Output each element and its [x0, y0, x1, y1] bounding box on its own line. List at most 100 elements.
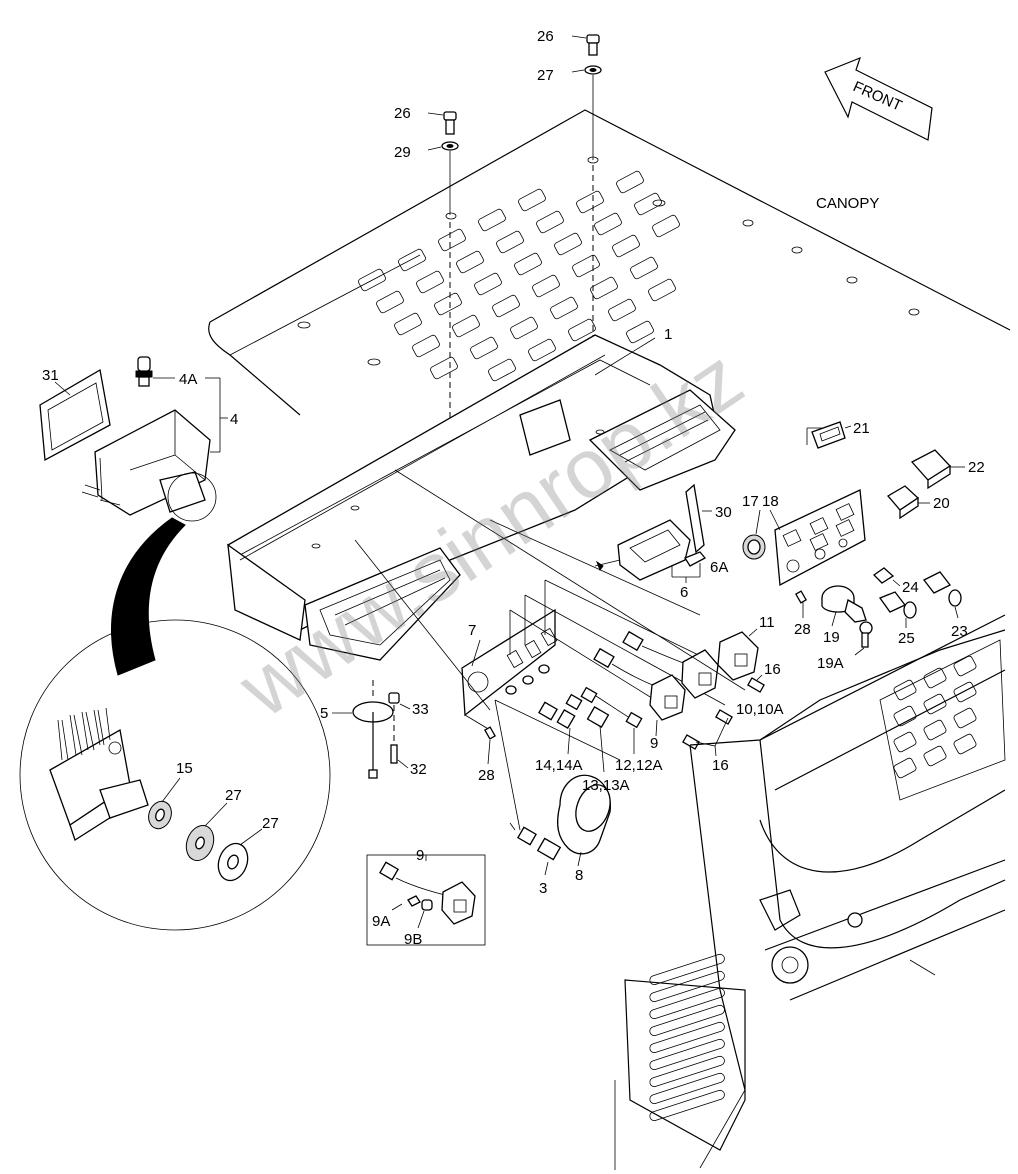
vent-slot [452, 314, 480, 338]
canopy-roof [208, 109, 1011, 416]
grille-slot [649, 987, 725, 1020]
front-arrow: FRONT [824, 56, 933, 141]
bolt-26-left [443, 111, 457, 135]
rear-grid-slot [953, 681, 977, 703]
label-part-26-left: 26 [394, 105, 411, 122]
cab-rear-grid [893, 655, 977, 779]
bracket-5 [352, 701, 394, 779]
plug-14 [538, 701, 576, 729]
plug-13 [565, 693, 610, 728]
screw-16-a [747, 677, 765, 693]
label-part-16-a: 16 [764, 661, 781, 678]
switch-22 [910, 449, 952, 490]
label-part-19a: 19A [817, 655, 844, 672]
vent-slot [608, 298, 636, 322]
label-part-28-b: 28 [794, 621, 811, 638]
grille-slot [649, 1072, 725, 1105]
screw-10-b [682, 734, 700, 750]
rear-grid-slot [953, 707, 977, 729]
label-part-12: 12,12A [615, 757, 663, 774]
vent-slot [412, 334, 440, 358]
label-part-4: 4 [230, 411, 238, 428]
lens-gasket-31 [39, 368, 111, 462]
grille-slot [649, 970, 725, 1003]
label-part-6a: 6A [710, 559, 728, 576]
vent-slot [648, 278, 676, 302]
switch-20 [887, 485, 920, 520]
label-part-28-a: 28 [478, 767, 495, 784]
grille-slot [649, 1038, 725, 1071]
grille-slot [649, 1004, 725, 1037]
label-part-9: 9 [650, 735, 658, 752]
detail-box-9 [366, 854, 486, 946]
switch-3 [509, 822, 562, 861]
vent-slot [438, 228, 466, 252]
rear-grid-slot [893, 679, 917, 701]
vent-slot [394, 312, 422, 336]
fuse-24 [872, 567, 895, 584]
switch-23 [923, 571, 962, 607]
vent-slot [616, 170, 644, 194]
work-lamp-4 [81, 409, 217, 522]
label-part-25: 25 [898, 630, 915, 647]
label-part-27-top: 27 [537, 67, 554, 84]
vent-slot [478, 208, 506, 232]
vent-slot [492, 294, 520, 318]
vent-slot [416, 270, 444, 294]
vent-slot [510, 316, 538, 340]
vent-slot [626, 320, 654, 344]
vent-slot [590, 276, 618, 300]
label-part-9b: 9B [404, 931, 422, 948]
vent-slot [474, 272, 502, 296]
vent-slot [576, 190, 604, 214]
vent-slot [554, 232, 582, 256]
cab-side-grille [649, 953, 725, 1122]
vent-slot [434, 292, 462, 316]
panel-7 [461, 608, 558, 717]
vent-slot [568, 318, 596, 342]
label-part-3: 3 [539, 880, 547, 897]
label-part-6: 6 [680, 584, 688, 601]
relay-10 [622, 630, 719, 699]
label-part-4a: 4A [179, 371, 197, 388]
vent-slot [358, 268, 386, 292]
vent-slot [652, 214, 680, 238]
screw-32 [390, 744, 398, 764]
label-part-22: 22 [968, 459, 985, 476]
rear-grid-slot [923, 719, 947, 741]
vent-slot [470, 336, 498, 360]
rear-grid-slot [923, 745, 947, 767]
grille-slot [649, 1021, 725, 1054]
label-part-10: 10,10A [736, 701, 784, 718]
strip-30 [685, 483, 705, 554]
label-part-17: 17 [742, 493, 759, 510]
rear-grid-slot [893, 731, 917, 753]
bulb-4a [135, 356, 153, 387]
vent-slot [456, 250, 484, 274]
vent-slot [376, 290, 404, 314]
switch-panel-18 [774, 489, 866, 587]
label-part-20: 20 [933, 495, 950, 512]
rear-grid-slot [893, 757, 917, 779]
label-part-7: 7 [468, 622, 476, 639]
rear-grid-slot [923, 667, 947, 689]
label-part-21: 21 [853, 420, 870, 437]
vent-slot [430, 356, 458, 380]
ignition-switch-19 [821, 585, 867, 623]
console-housing [227, 334, 736, 661]
label-part-18: 18 [762, 493, 779, 510]
vent-slot [550, 296, 578, 320]
relay-11 [717, 631, 759, 681]
cab-frame [614, 614, 1006, 1170]
bulb-6a [684, 551, 707, 567]
label-part-8: 8 [575, 867, 583, 884]
label-part-13: 13,13A [582, 777, 630, 794]
detail-pointer [111, 517, 186, 676]
canopy-vent-grid [358, 170, 680, 384]
label-part-31: 31 [42, 367, 59, 384]
vent-slot [514, 252, 542, 276]
label-part-26-top: 26 [537, 28, 554, 45]
vent-slot [398, 248, 426, 272]
grille-slot [649, 1055, 725, 1088]
